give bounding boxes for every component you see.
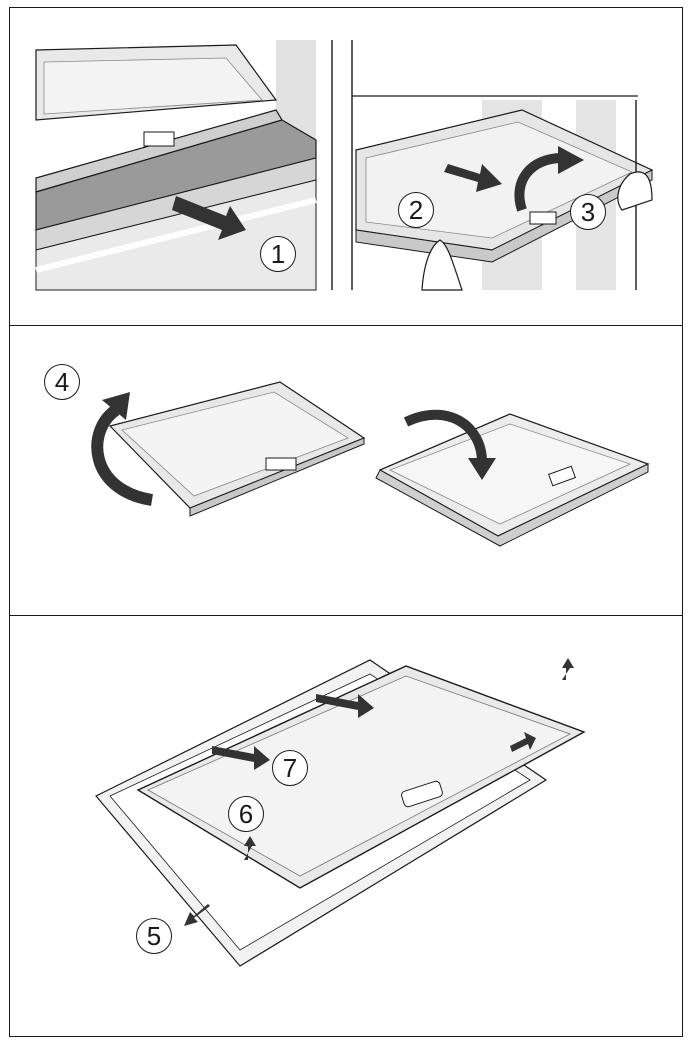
clip-icon — [529, 211, 557, 225]
step-7-label: 7 — [272, 750, 308, 786]
illustration-step-2-3: 2 3 — [351, 40, 654, 291]
clip-icon — [143, 131, 175, 147]
arrow-rotate-icon — [403, 409, 496, 480]
step-4-label: 4 — [44, 364, 80, 400]
arrow-pull-icon — [212, 658, 574, 860]
illustration-step-4: 4 — [30, 330, 670, 610]
clip-icon — [265, 457, 297, 471]
arrow-rotate-icon — [514, 146, 584, 212]
step-6-label: 6 — [228, 796, 264, 832]
shelf-disassembly-drawing — [95, 658, 586, 967]
illustration-step-1: 1 — [35, 40, 333, 291]
fridge-shelf-pull-drawing — [35, 40, 333, 291]
arrow-pull-icon — [184, 904, 210, 926]
illustration-step-5-7: 7 6 5 — [90, 650, 600, 970]
arrow-pull-icon — [172, 196, 246, 240]
shelf-lift-drawing — [351, 40, 654, 291]
step-3-label: 3 — [570, 194, 606, 230]
hand-icon — [617, 171, 653, 211]
hand-icon — [421, 239, 463, 291]
shelf-flip-drawing — [91, 381, 650, 547]
arrow-pull-icon — [444, 164, 502, 192]
section-divider — [10, 615, 682, 616]
step-1-label: 1 — [260, 236, 296, 272]
arrow-rotate-icon — [91, 392, 154, 506]
step-2-label: 2 — [398, 192, 434, 228]
step-5-label: 5 — [136, 918, 172, 954]
section-divider — [10, 325, 682, 326]
